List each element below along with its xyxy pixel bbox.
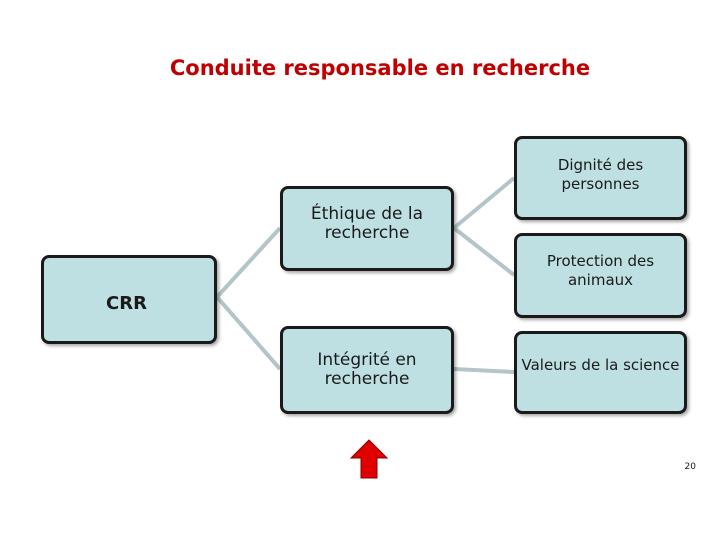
connector-crr-ethique: [215, 226, 282, 299]
node-integrite-label: Intégrité en recherche: [317, 350, 417, 389]
node-protection-label: Protection des animaux: [546, 251, 655, 289]
up-arrow-icon: [349, 439, 389, 479]
connector-ethique-dignite: [452, 176, 516, 230]
node-crr: CRR: [41, 255, 217, 344]
slide-title: Conduite responsable en recherche: [169, 56, 591, 80]
node-protection-animaux: Protection des animaux: [514, 233, 687, 318]
node-crr-label: CRR: [106, 293, 147, 314]
page-number: 20: [684, 462, 696, 472]
node-dignite-label: Dignité des personnes: [557, 156, 644, 193]
node-ethique-label: Éthique de la recherche: [310, 203, 424, 243]
node-dignite-personnes: Dignité des personnes: [514, 136, 687, 220]
node-valeurs-science: Valeurs de la science: [514, 331, 687, 414]
node-valeurs-label: Valeurs de la science: [521, 356, 680, 374]
node-ethique-recherche: Éthique de la recherche: [280, 186, 454, 271]
connector-integrite-valeurs: [453, 367, 515, 374]
connector-crr-integrite: [215, 295, 282, 371]
node-integrite-recherche: Intégrité en recherche: [280, 326, 454, 414]
connector-ethique-protection: [452, 226, 516, 277]
